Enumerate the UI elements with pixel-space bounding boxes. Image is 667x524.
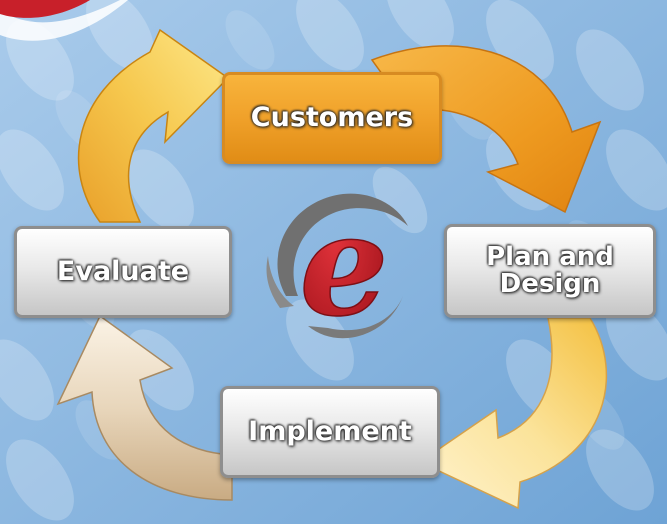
- logo-letter: e: [299, 186, 388, 348]
- e-logo-icon: e: [266, 186, 408, 349]
- cycle-arrow-icon: [77, 28, 230, 223]
- cycle-arrow-icon: [56, 314, 233, 501]
- step-plan-line-2: Design: [499, 269, 601, 299]
- corner-swoosh: [0, 0, 128, 41]
- step-customers-label: Customers: [250, 101, 414, 133]
- step-evaluate: Evaluate: [14, 226, 232, 318]
- step-implement: Implement: [220, 386, 440, 478]
- step-evaluate-label: Evaluate: [56, 255, 190, 287]
- step-plan-and-design: Plan and Design: [444, 224, 656, 318]
- cycle-arrow-icon: [418, 317, 608, 510]
- step-customers: Customers: [222, 72, 442, 164]
- step-implement-label: Implement: [248, 415, 412, 447]
- step-plan-and-design-label: Plan and Design: [486, 241, 614, 299]
- step-plan-line-1: Plan and: [486, 241, 614, 272]
